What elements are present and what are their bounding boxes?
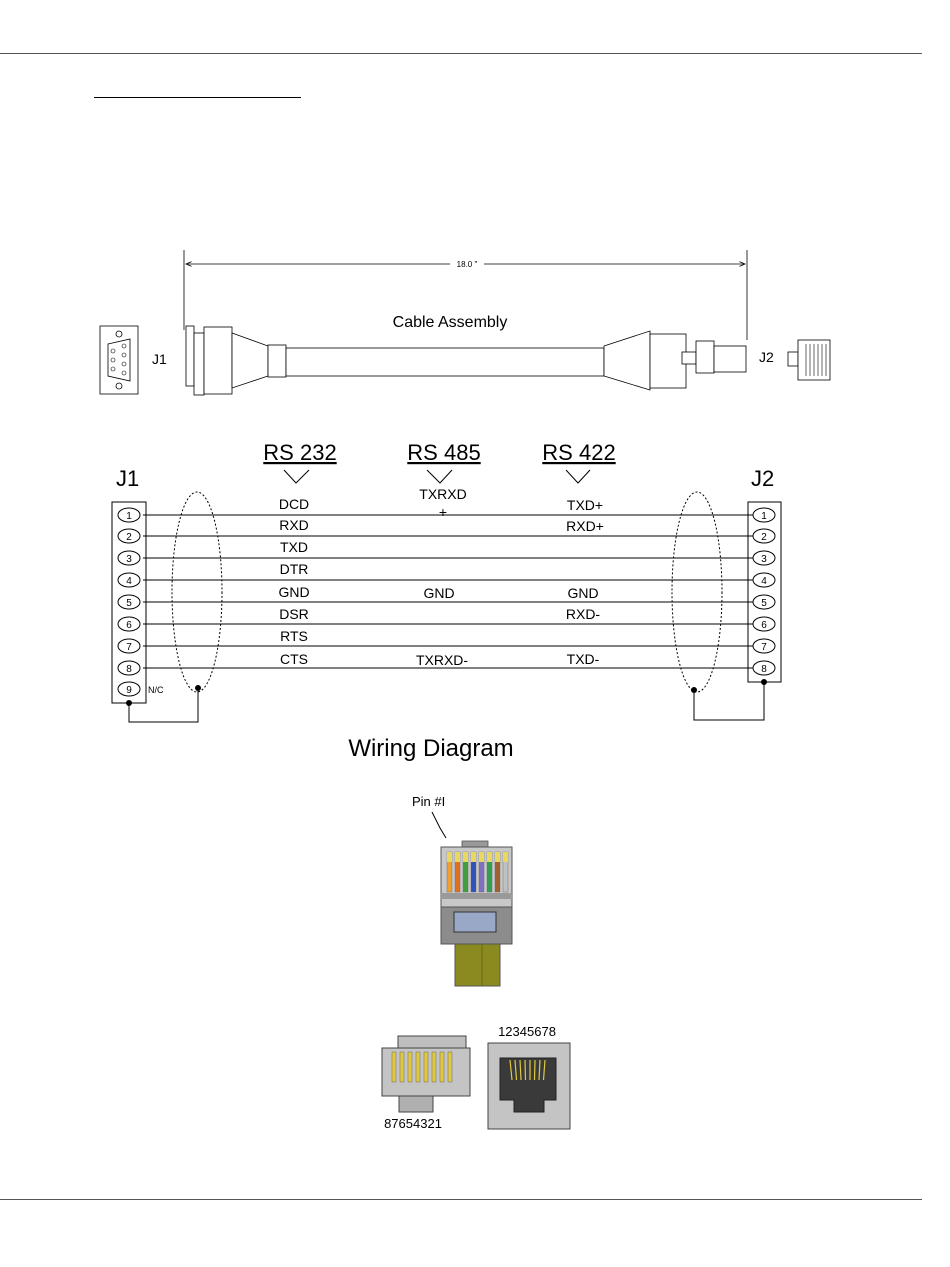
j1-pin-5: 5 [126, 598, 132, 609]
j1-pin-1: 1 [126, 511, 132, 522]
signal-dsr: DSR [279, 606, 309, 622]
j2-drain-dot [761, 679, 767, 685]
signal-txd: TXD [280, 539, 308, 555]
rs485-header: RS 485 [407, 440, 480, 465]
plug-contact [400, 1052, 404, 1082]
rs485-chevron-icon [427, 470, 452, 483]
cable-assembly-label: Cable Assembly [393, 314, 508, 331]
rs422-txd-plus: TXD+ [567, 497, 603, 513]
plug-gold-contact [455, 852, 460, 862]
plug-contact [448, 1052, 452, 1082]
j2-pin-2: 2 [761, 532, 767, 543]
j2-pin-5: 5 [761, 598, 767, 609]
signal-dtr: DTR [280, 561, 309, 577]
rs485-txrxd-plus: TXRXD [419, 486, 466, 502]
j1-pin-9: 9 [126, 685, 132, 696]
plug-gold-contact [503, 852, 508, 862]
j1-pin-2: 2 [126, 532, 132, 543]
jack-pin-order: 12345678 [498, 1024, 556, 1039]
signal-rxd: RXD [279, 517, 309, 533]
cable-boot [455, 944, 500, 986]
rs422-chevron-icon [566, 470, 590, 483]
rs232-signals: DCD RXD TXD DTR GND DSR RTS CTS [278, 496, 309, 667]
plug-contact [440, 1052, 444, 1082]
rs422-header: RS 422 [542, 440, 615, 465]
rs422-rxd-minus: RXD- [566, 606, 601, 622]
j2-label: J2 [759, 349, 774, 365]
pin1-pointer [432, 812, 446, 838]
j2-pin-3: 3 [761, 554, 767, 565]
j1-pin-4: 4 [126, 576, 132, 587]
plug-pin-order: 87654321 [384, 1116, 442, 1131]
plug-window [454, 912, 496, 932]
plug-gold-contact [479, 852, 484, 862]
length-label: 18.0 " [457, 260, 478, 269]
j1-pin-8: 8 [126, 664, 132, 675]
rs232-header: RS 232 [263, 440, 336, 465]
rs422-gnd: GND [567, 585, 598, 601]
rs485-gnd: GND [423, 585, 454, 601]
rs232-chevron-icon [284, 470, 309, 483]
j1-pin-3: 3 [126, 554, 132, 565]
wiring-diagram: J1 J2 RS 232 RS 485 RS 422 [112, 440, 781, 762]
signal-cts: CTS [280, 651, 308, 667]
rs485-txrxd-minus: TXRXD- [416, 652, 468, 668]
j1-shield [172, 492, 222, 692]
rs422-txd-minus: TXD- [567, 651, 600, 667]
plug-gold-contact [447, 852, 452, 862]
j2-side-connector [604, 331, 746, 390]
j2-pin-1: 1 [761, 511, 767, 522]
rs485-signals: TXRXD + GND TXRXD- [416, 486, 468, 668]
wiring-j2-label: J2 [751, 466, 774, 491]
plug-gold-contact [487, 852, 492, 862]
signal-gnd: GND [278, 584, 309, 600]
rj45-end-view [788, 340, 830, 380]
j2-pin-4: 4 [761, 576, 767, 587]
j2-pin-8: 8 [761, 664, 767, 675]
signal-dcd: DCD [279, 496, 309, 512]
j1-pins: 1 2 3 4 5 6 7 8 9 [118, 508, 140, 696]
j1-side-connector [186, 326, 286, 395]
j2-shield [672, 492, 722, 692]
plug-pin-view [382, 1036, 470, 1112]
plug-gold-contact [463, 852, 468, 862]
plug-contact [416, 1052, 420, 1082]
jack-pin-view [488, 1043, 570, 1129]
rj45-plug-illustration: Pin #I [412, 794, 512, 986]
j2-pin-7: 7 [761, 642, 767, 653]
cable-assembly-drawing: 18.0 " Cable Assembly J1 [100, 250, 830, 395]
plug-contact [392, 1052, 396, 1082]
j1-shield-dot [195, 685, 201, 691]
plug-contact [432, 1052, 436, 1082]
rj45-pinout-views: 87654321 12345678 [382, 1024, 570, 1131]
plug-gold-contact [471, 852, 476, 862]
wiring-j1-label: J1 [116, 466, 139, 491]
j2-shield-dot [691, 687, 697, 693]
jack-contact [535, 1060, 536, 1080]
cable-body [286, 348, 604, 376]
signal-rts: RTS [280, 628, 308, 644]
j1-label: J1 [152, 351, 167, 367]
plug-contact [408, 1052, 412, 1082]
j1-pin-6: 6 [126, 620, 132, 631]
rs485-plus-sign: + [439, 504, 447, 520]
db9-face-view [100, 326, 138, 394]
rs422-signals: TXD+ RXD+ GND RXD- TXD- [566, 497, 604, 667]
j1-drain-dot [126, 700, 132, 706]
plug-gold-contact [495, 852, 500, 862]
wiring-diagram-title: Wiring Diagram [348, 735, 513, 762]
jack-contact [525, 1060, 526, 1080]
drain-wires [129, 682, 764, 722]
plug-contact [424, 1052, 428, 1082]
j2-pin-6: 6 [761, 620, 767, 631]
rs422-rxd-plus: RXD+ [566, 518, 604, 534]
j1-pin-7: 7 [126, 642, 132, 653]
nc-label: N/C [148, 685, 164, 695]
pin1-label: Pin #I [412, 794, 445, 809]
